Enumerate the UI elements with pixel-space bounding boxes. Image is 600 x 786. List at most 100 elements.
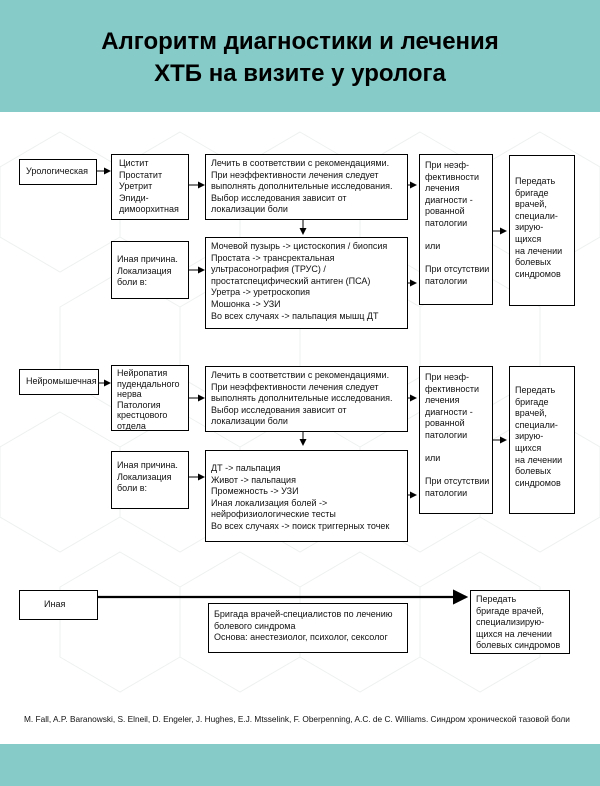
ineffective-line: или — [425, 453, 441, 464]
neuromuscular-treat-box: Лечить в соответствии с рекомендациями. … — [205, 366, 408, 432]
treat-line: Лечить в соответствии с рекомендациями. — [211, 370, 390, 380]
causes-line: димоорхитная — [119, 204, 179, 215]
exam-line: Простата -> трансректальная — [211, 252, 335, 263]
other-cause-line: Иная причина. — [117, 254, 178, 264]
refer-line: на лечении — [515, 245, 563, 256]
refer-line: Передать — [476, 594, 517, 604]
exam-line: Промежность -> УЗИ — [211, 486, 299, 497]
other-cause-line: Иная причина. — [117, 460, 178, 470]
treat-line: локализации боли — [211, 416, 288, 427]
causes-line: нерва — [117, 389, 142, 400]
team-line: болевого синдрома — [214, 620, 296, 631]
page-title: Алгоритм диагностики и лечения ХТБ на ви… — [0, 26, 600, 90]
neuromuscular-ineffective-box: При неэф- фективности лечения диагности … — [419, 366, 493, 514]
urological-ineffective-box: При неэф- фективности лечения диагности … — [419, 154, 493, 305]
ineffective-line: фективности — [425, 383, 480, 394]
causes-line: Патология — [117, 399, 161, 410]
pain-team-box: Бригада врачей-специалистов по лечению б… — [208, 603, 408, 653]
treat-line: При неэффективности лечения следует — [211, 381, 379, 392]
other-category-label: Иная — [44, 599, 66, 610]
other-cause-line: Локализация — [117, 471, 172, 482]
ineffective-line: При неэф- — [425, 160, 469, 170]
refer-line: синдромов — [515, 268, 561, 279]
refer-line: бригаде — [515, 396, 549, 407]
causes-line: Цистит — [119, 158, 149, 168]
causes-line: Простатит — [119, 169, 163, 180]
treat-line: выполнять дополнительные исследования. — [211, 181, 393, 192]
ineffective-line: рованной — [425, 206, 465, 217]
other-cause-line: боли в: — [117, 277, 148, 288]
ineffective-line: При неэф- — [425, 372, 469, 382]
ineffective-line: патологии — [425, 217, 468, 228]
neuromuscular-category-label: Нейромышечная — [26, 376, 97, 387]
causes-line: пудендального — [117, 378, 180, 389]
team-line: Основа: анестезиолог, психолог, сексолог — [214, 632, 388, 643]
refer-line: бригаде — [515, 187, 549, 198]
refer-line: Передать — [515, 176, 556, 186]
exam-line: нейрофизиологические тесты — [211, 509, 336, 520]
exam-line: простатспецифический антиген (ПСА) — [211, 275, 371, 286]
urological-refer-box: Передать бригаде врачей, специали- зирую… — [509, 155, 575, 306]
ineffective-line: фективности — [425, 171, 480, 182]
causes-line: Эпиди- — [119, 192, 149, 203]
refer-line: зирую- — [515, 431, 544, 442]
treat-line: Выбор исследования зависит от — [211, 192, 347, 203]
refer-line: врачей, — [515, 199, 547, 210]
other-cause-line: Локализация — [117, 265, 172, 276]
team-line: Бригада врачей-специалистов по лечению — [214, 609, 393, 619]
causes-line: отдела — [117, 420, 146, 431]
ineffective-line: патологии — [425, 429, 468, 440]
title-line-1: Алгоритм диагностики и лечения — [101, 28, 499, 55]
treat-line: Лечить в соответствии с рекомендациями. — [211, 158, 390, 168]
treat-line: Выбор исследования зависит от — [211, 404, 347, 415]
ineffective-line: При отсутствии — [425, 476, 490, 487]
refer-line: болевых синдромов — [476, 640, 561, 651]
exam-line: Во всех случаях -> поиск триггерных точе… — [211, 520, 390, 531]
refer-line: на лечении — [515, 454, 563, 465]
treat-line: При неэффективности лечения следует — [211, 169, 379, 180]
exam-line: Мочевой пузырь -> цистоскопия / биопсия — [211, 241, 388, 251]
source-citation: M. Fall, A.P. Baranowski, S. Elneil, D. … — [24, 714, 570, 724]
ineffective-line: или — [425, 241, 441, 252]
causes-line: крестцового — [117, 410, 168, 421]
ineffective-line: рованной — [425, 418, 465, 429]
urological-treat-box: Лечить в соответствии с рекомендациями. … — [205, 154, 408, 220]
urological-exams-box: Мочевой пузырь -> цистоскопия / биопсия … — [205, 237, 408, 329]
other-cause-line: боли в: — [117, 483, 148, 494]
neuromuscular-causes-box: Нейропатия пудендального нерва Патология… — [111, 365, 189, 431]
neuromuscular-exams-box: ДТ -> пальпация Живот -> пальпация Проме… — [205, 450, 408, 542]
neuromuscular-refer-box: Передать бригаде врачей, специали- зирую… — [509, 366, 575, 514]
exam-line: Уретра -> уретроскопия — [211, 287, 310, 298]
exam-line: Во всех случаях -> пальпация мышц ДТ — [211, 310, 379, 321]
ineffective-spacer — [425, 465, 487, 477]
other-category-box: Иная — [19, 590, 98, 620]
treat-line: выполнять дополнительные исследования. — [211, 393, 393, 404]
ineffective-line: диагности - — [425, 194, 473, 205]
title-line-2: ХТБ на визите у уролога — [154, 60, 446, 87]
refer-line: зирую- — [515, 222, 544, 233]
refer-line: специализирую- — [476, 617, 545, 628]
urological-other-cause-box: Иная причина. Локализация боли в: — [111, 241, 189, 299]
neuromuscular-category-box: Нейромышечная — [19, 369, 99, 395]
exam-line: Иная локализация болей -> — [211, 497, 328, 508]
ineffective-spacer — [425, 442, 487, 454]
exam-line: Живот -> пальпация — [211, 474, 296, 485]
footer-band — [0, 744, 600, 786]
neuromuscular-other-cause-box: Иная причина. Локализация боли в: — [111, 451, 189, 509]
refer-line: врачей, — [515, 408, 547, 419]
causes-line: Нейропатия — [117, 368, 168, 378]
urological-category-label: Урологическая — [26, 166, 89, 177]
refer-line: щихся на лечении — [476, 628, 552, 639]
header-band — [0, 0, 600, 112]
causes-line: Уретрит — [119, 181, 153, 192]
exam-line: ДТ -> пальпация — [211, 463, 281, 473]
refer-line: болевых — [515, 466, 551, 477]
ineffective-spacer — [425, 230, 487, 242]
refer-line: щихся — [515, 442, 542, 453]
ineffective-line: диагности - — [425, 406, 473, 417]
exam-line: ультрасонография (ТРУС) / — [211, 264, 326, 275]
refer-line: специали- — [515, 210, 558, 221]
ineffective-line: патологии — [425, 275, 468, 286]
ineffective-line: лечения — [425, 395, 460, 406]
refer-line: специали- — [515, 419, 558, 430]
